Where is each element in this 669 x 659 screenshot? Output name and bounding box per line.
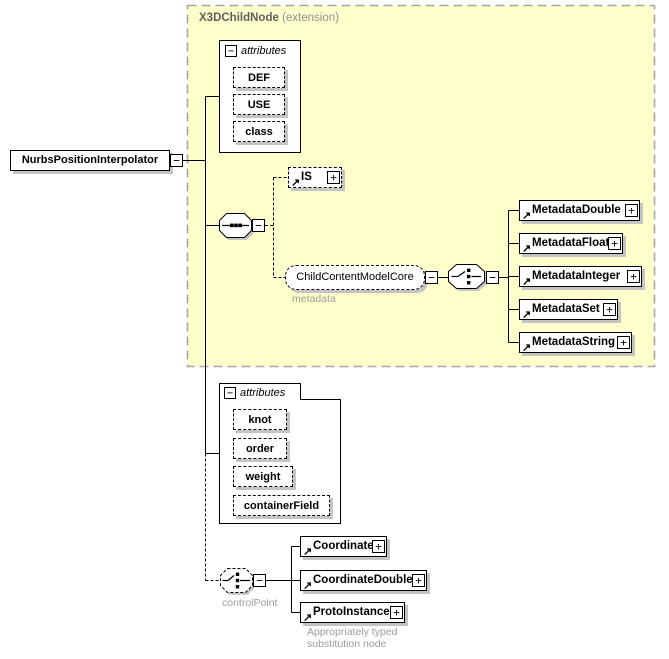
reference-arrow-icon: ↗ (303, 580, 313, 592)
extension-region-title: X3DChildNode (extension) (199, 12, 339, 24)
attributes-group-top-title: attributes (241, 45, 287, 57)
element-nurbspositioninterpolator[interactable]: NurbsPositionInterpolator (10, 150, 170, 171)
choice-connector-controlpoint (220, 568, 253, 593)
element-protoinstance-label: ProtoInstance (313, 606, 390, 618)
attribute-weight-label: weight (245, 470, 281, 483)
collapse-icon-controlpoint[interactable]: − (253, 574, 266, 587)
collapse-icon-childcontentmodelcore[interactable]: − (425, 271, 438, 284)
attributes-group-bottom-title: attributes (240, 387, 286, 399)
element-protoinstance[interactable]: ↗ ProtoInstance (300, 602, 405, 624)
attribute-order-label: order (245, 442, 275, 455)
solid-connectors (183, 96, 519, 613)
element-coordinate-label: Coordinate (313, 540, 374, 552)
annotation-metadata: metadata (292, 293, 336, 305)
reference-arrow-icon: ↗ (291, 177, 301, 189)
annotation-controlpoint: controlPoint (222, 597, 278, 609)
choice-connector-metadata (448, 264, 485, 289)
attribute-order[interactable]: order (233, 438, 287, 459)
collapse-icon-bottom-attributes[interactable]: − (224, 387, 236, 399)
attribute-class[interactable]: class (233, 121, 285, 142)
reference-arrow-icon: ↗ (522, 210, 532, 222)
element-metadatafloat[interactable]: ↗ MetadataFloat (519, 233, 623, 255)
reference-arrow-icon: ↗ (522, 309, 532, 321)
element-metadatainteger-label: MetadataInteger (532, 270, 621, 282)
choice-connector-shape (448, 264, 485, 289)
sequence-connector (219, 213, 252, 238)
expand-icon-metadatadouble[interactable]: + (625, 204, 638, 217)
element-is-label: IS (301, 171, 312, 183)
element-metadataset[interactable]: ↗ MetadataSet (519, 299, 618, 321)
element-label: NurbsPositionInterpolator (21, 154, 159, 166)
reference-arrow-icon: ↗ (303, 612, 313, 624)
element-metadatastring[interactable]: ↗ MetadataString (519, 332, 632, 354)
expand-icon-protoinstance[interactable]: + (390, 606, 403, 619)
attribute-def-label: DEF (248, 71, 270, 84)
element-metadatainteger[interactable]: ↗ MetadataInteger (519, 266, 642, 288)
dashed-connectors (205, 177, 288, 581)
attribute-knot-label: knot (248, 413, 272, 426)
reference-arrow-icon: ↗ (303, 546, 313, 558)
collapse-icon-metadata-choice[interactable]: − (486, 271, 499, 284)
element-metadatadouble[interactable]: ↗ MetadataDouble (519, 200, 640, 222)
attribute-class-label: class (245, 125, 273, 138)
reference-arrow-icon: ↗ (522, 276, 532, 288)
collapse-icon-root[interactable]: − (170, 154, 183, 167)
expand-icon-metadatainteger[interactable]: + (627, 270, 640, 283)
element-metadataset-label: MetadataSet (532, 303, 600, 315)
expand-icon-coordinate[interactable]: + (372, 540, 385, 553)
expand-icon-coordinatedouble[interactable]: + (412, 574, 425, 587)
attribute-use-label: USE (247, 98, 271, 111)
expand-icon-is[interactable]: + (327, 171, 340, 184)
choice-icon (222, 572, 250, 589)
extension-region-name: X3DChildNode (199, 12, 279, 24)
element-metadatastring-label: MetadataString (532, 336, 616, 348)
reference-arrow-icon: ↗ (522, 243, 532, 255)
collapse-icon-sequence[interactable]: − (252, 219, 265, 232)
expand-icon-metadatafloat[interactable]: + (608, 237, 621, 250)
group-childcontentmodelcore-label: ChildContentModelCore (296, 271, 414, 283)
element-coordinatedouble-label: CoordinateDouble (313, 574, 413, 586)
attribute-containerfield[interactable]: containerField (233, 495, 330, 516)
sequence-icon (222, 223, 249, 228)
extension-region-kind: (extension) (282, 12, 339, 24)
attribute-knot[interactable]: knot (233, 409, 287, 430)
element-coordinatedouble[interactable]: ↗ CoordinateDouble (300, 570, 427, 592)
annotation-substitution-note: Appropriately typed substitution node (307, 626, 398, 650)
element-metadatafloat-label: MetadataFloat (532, 237, 610, 249)
expand-icon-metadataset[interactable]: + (603, 303, 616, 316)
collapse-icon-top-attributes[interactable]: − (225, 45, 237, 57)
reference-arrow-icon: ↗ (522, 342, 532, 354)
attribute-def[interactable]: DEF (233, 67, 285, 88)
choice-icon (451, 268, 481, 285)
attribute-use[interactable]: USE (233, 94, 285, 115)
element-metadatadouble-label: MetadataDouble (532, 204, 621, 216)
element-coordinate[interactable]: ↗ Coordinate (300, 536, 387, 558)
expand-icon-metadatastring[interactable]: + (617, 336, 630, 349)
group-childcontentmodelcore[interactable]: ChildContentModelCore (285, 265, 425, 290)
attribute-containerfield-label: containerField (243, 499, 320, 512)
attribute-weight[interactable]: weight (233, 466, 293, 487)
